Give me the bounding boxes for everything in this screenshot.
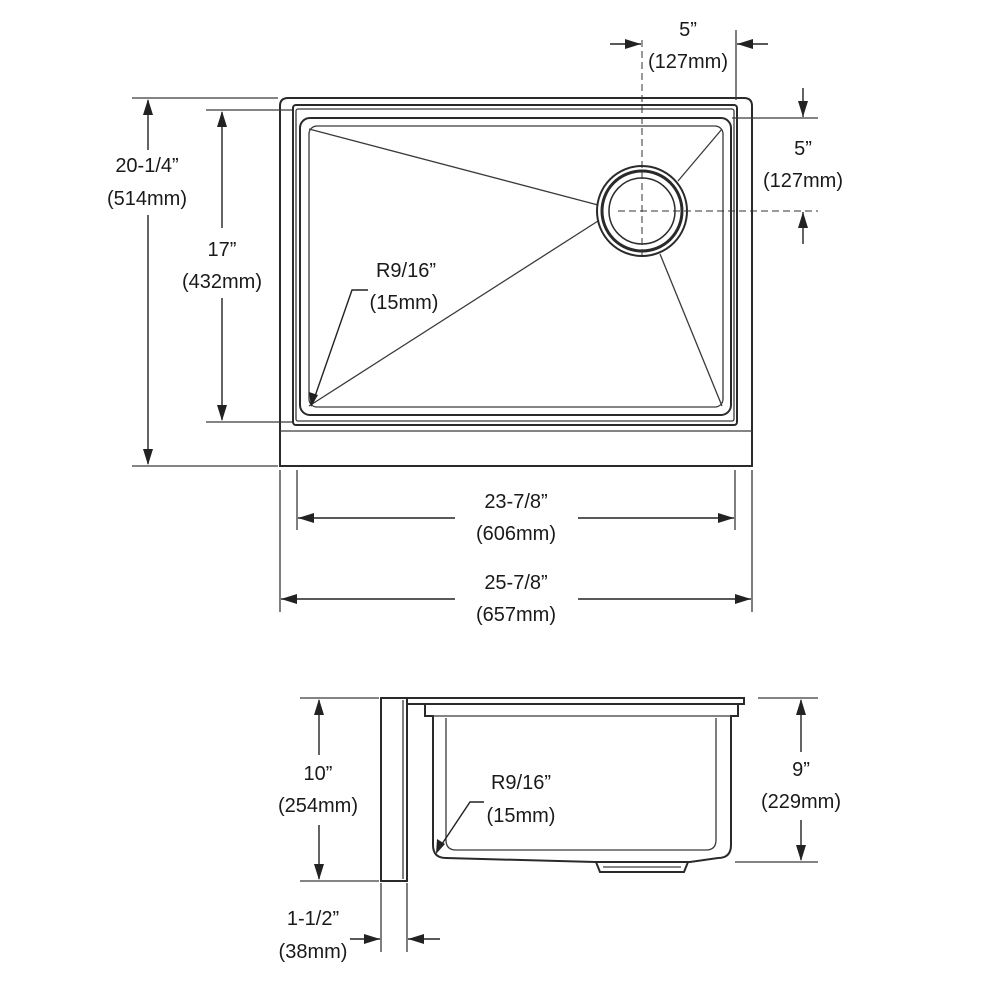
drain-offset-y-imperial: 5” bbox=[794, 138, 812, 160]
dim-arrow bbox=[796, 845, 806, 861]
overall-depth-imperial: 20-1/4” bbox=[115, 155, 178, 177]
apron-panel bbox=[380, 697, 408, 882]
bowl-width-imperial: 23-7/8” bbox=[484, 491, 547, 513]
section-corner-radius-metric: (15mm) bbox=[487, 805, 556, 827]
corner-radius-metric: (15mm) bbox=[370, 292, 439, 314]
corner-radius-leader bbox=[312, 289, 368, 403]
overall-width-imperial: 25-7/8” bbox=[484, 572, 547, 594]
section-corner-radius-leader bbox=[437, 801, 484, 851]
dim-arrow bbox=[625, 39, 641, 49]
bowl-profile-outer bbox=[424, 704, 739, 863]
corner-radius-imperial: R9/16” bbox=[376, 260, 436, 282]
drain-offset-x-imperial: 5” bbox=[679, 19, 697, 41]
dim-arrow bbox=[436, 839, 445, 854]
bowl-height-imperial: 9” bbox=[792, 759, 810, 781]
plan-view: 20-1/4” (514mm) 17” (432mm) R9/16” (15mm… bbox=[107, 19, 843, 626]
drain-offset-x-metric: (127mm) bbox=[648, 51, 728, 73]
slope-line bbox=[308, 128, 599, 206]
bowl-inner-outline bbox=[308, 125, 724, 408]
bowl-outline bbox=[299, 117, 732, 416]
bowl-width-metric: (606mm) bbox=[476, 523, 556, 545]
overall-height-metric: (254mm) bbox=[278, 795, 358, 817]
dim-arrow bbox=[217, 405, 227, 421]
dim-arrow bbox=[281, 594, 297, 604]
bowl-depth-metric: (432mm) bbox=[182, 271, 262, 293]
dim-arrow bbox=[314, 699, 324, 715]
dim-arrow bbox=[798, 101, 808, 117]
bowl-depth-imperial: 17” bbox=[208, 239, 237, 261]
top-flange bbox=[407, 697, 745, 705]
bowl-profile-inner bbox=[445, 718, 717, 851]
rim-outline bbox=[292, 104, 738, 426]
dim-arrow bbox=[143, 99, 153, 115]
dim-arrow bbox=[737, 39, 753, 49]
dim-arrow bbox=[796, 699, 806, 715]
dim-arrow bbox=[408, 934, 424, 944]
dim-arrow bbox=[143, 449, 153, 465]
section-corner-radius-imperial: R9/16” bbox=[491, 772, 551, 794]
overall-height-imperial: 10” bbox=[304, 763, 333, 785]
overall-width-metric: (657mm) bbox=[476, 604, 556, 626]
dim-arrow bbox=[314, 864, 324, 880]
apron-thickness-metric: (38mm) bbox=[279, 941, 348, 963]
section-view: 10” (254mm) 9” (229mm) R9/16” (15mm) 1-1… bbox=[278, 697, 841, 963]
dim-arrow bbox=[735, 594, 751, 604]
rim-inner-outline bbox=[295, 108, 735, 422]
dim-arrow bbox=[298, 513, 314, 523]
bowl-height-metric: (229mm) bbox=[761, 791, 841, 813]
slope-line bbox=[659, 253, 723, 407]
dim-arrow bbox=[798, 212, 808, 228]
slope-line bbox=[308, 220, 599, 407]
apron-thickness-imperial: 1-1/2” bbox=[287, 908, 339, 930]
dim-arrow bbox=[217, 111, 227, 127]
dim-arrow bbox=[718, 513, 734, 523]
sink-outer-outline bbox=[279, 97, 753, 467]
slope-line bbox=[677, 128, 723, 182]
overall-depth-metric: (514mm) bbox=[107, 188, 187, 210]
drain-body bbox=[595, 861, 689, 873]
drain-offset-y-metric: (127mm) bbox=[763, 170, 843, 192]
dim-arrow bbox=[364, 934, 380, 944]
dim-arrow bbox=[309, 392, 318, 407]
